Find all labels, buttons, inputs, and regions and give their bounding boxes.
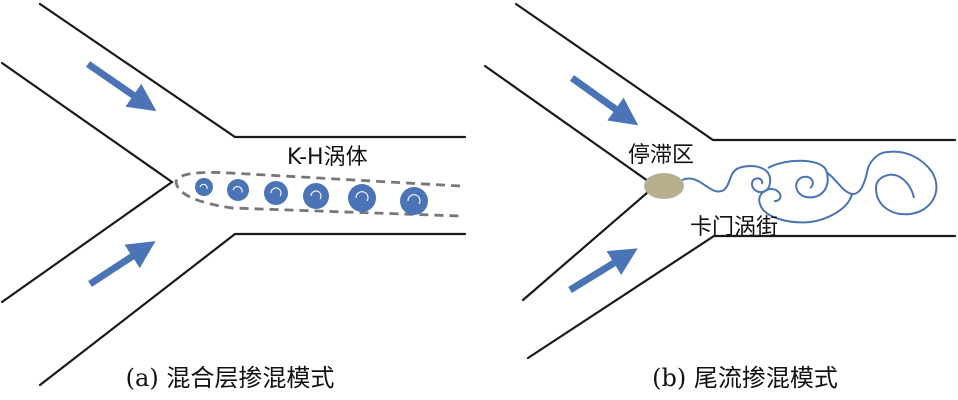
- panel-b-upper-outer-wall: [514, 2, 957, 142]
- karman-vortex-street-label: 卡门涡街: [690, 215, 778, 240]
- stagnation-zone-label: 停滞区: [628, 143, 694, 168]
- panel-b-lower-inflow-arrow: [568, 248, 638, 293]
- stagnation-zone: [644, 173, 684, 199]
- panel-a-lower-outer-wall: [38, 232, 467, 387]
- kh-vortex: [400, 187, 428, 215]
- kh-vortex: [227, 179, 249, 201]
- panel-b-lower-outer-wall: [526, 234, 957, 360]
- kh-vortex: [264, 181, 288, 205]
- panel-a-lower-inflow-arrow: [88, 241, 156, 287]
- panel-a-kh-vortices: [195, 178, 428, 215]
- panel-a-upper-inflow-arrow: [86, 61, 157, 112]
- panel-b-caption: (b) 尾流掺混模式: [652, 364, 838, 392]
- kh-vortex: [195, 178, 213, 196]
- panel-a-vortex-label: K-H涡体: [287, 145, 368, 170]
- panel-a: K-H涡体 (a) 混合层掺混模式: [0, 2, 467, 392]
- panel-a-channel-walls: [0, 2, 467, 387]
- panel-a-upper-outer-wall: [38, 2, 467, 139]
- panel-b-channel-walls: [483, 2, 957, 360]
- panel-b-inner-splitter-wall: [483, 64, 657, 302]
- panel-a-inner-splitter-wall: [0, 61, 174, 304]
- panel-a-shear-layer-outline: [174, 171, 461, 218]
- panel-b-upper-inflow-arrow: [569, 75, 639, 126]
- kh-vortex: [303, 183, 329, 209]
- kh-vortex: [348, 184, 376, 212]
- karman-vortex-street-line: [681, 150, 938, 224]
- panel-a-caption: (a) 混合层掺混模式: [126, 364, 335, 392]
- panel-b: 停滞区 卡门涡街 (b) 尾流掺混模式: [483, 2, 957, 392]
